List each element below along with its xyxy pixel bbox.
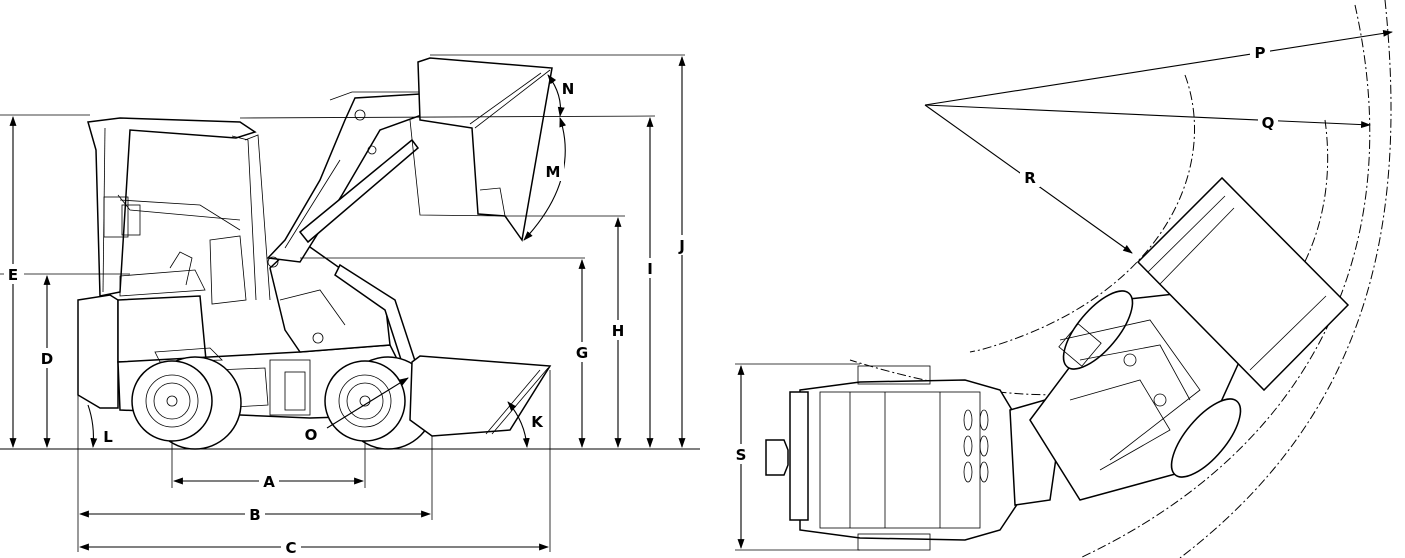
label-k: K — [531, 413, 544, 431]
label-b: B — [249, 506, 260, 524]
dim-o — [326, 377, 409, 429]
top-view: P Q R S — [731, 0, 1393, 558]
label-n: N — [562, 80, 575, 98]
label-e: E — [8, 266, 18, 284]
label-c: C — [285, 539, 296, 557]
label-m: M — [546, 163, 561, 181]
bucket-lowered — [409, 355, 552, 437]
label-a: A — [263, 473, 275, 491]
label-r: R — [1024, 169, 1036, 187]
turning-arc-inner — [969, 74, 1195, 353]
dim-k — [507, 401, 530, 448]
label-s: S — [736, 446, 747, 464]
side-view: E D G H I J A B C K L M N O — [0, 54, 700, 557]
label-g: G — [576, 344, 588, 362]
label-p: P — [1255, 44, 1266, 62]
bucket-top — [1136, 176, 1350, 392]
dim-p — [924, 29, 1393, 106]
dim-l — [87, 404, 98, 448]
label-i: I — [647, 260, 653, 278]
dim-n — [547, 74, 565, 117]
bucket-raised — [417, 57, 553, 242]
label-o: O — [305, 426, 318, 444]
label-j: J — [678, 237, 685, 255]
extension-lines — [0, 54, 685, 552]
loader-side-body — [77, 91, 432, 419]
rear-wheel — [131, 356, 242, 450]
label-l: L — [103, 428, 113, 446]
turning-arc-outer — [1079, 4, 1371, 558]
turning-arc-outermost — [1179, 0, 1392, 558]
label-q: Q — [1262, 114, 1275, 132]
label-d: D — [41, 350, 53, 368]
dim-q — [924, 104, 1371, 129]
loader-top-body — [765, 176, 1350, 551]
label-h: H — [612, 322, 625, 340]
